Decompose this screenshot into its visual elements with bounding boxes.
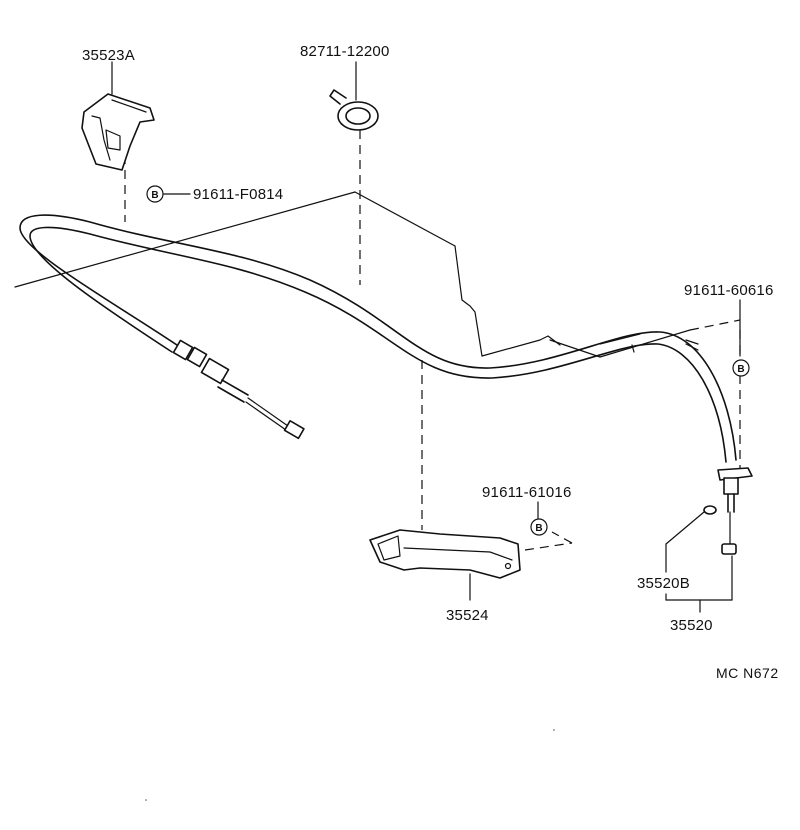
leader-lines [163, 193, 741, 613]
bolt-marker-f0814: B [146, 185, 164, 203]
cable-end-fitting-right [717, 467, 753, 555]
body-panel-outline [14, 191, 691, 358]
bolt-marker-60616: B [732, 359, 750, 377]
part-label-35523a: 35523A [82, 47, 135, 64]
diagram-reference-code: MC N672 [716, 665, 779, 681]
part-label-35520: 35520 [670, 617, 713, 634]
washer-35520b [703, 505, 717, 515]
bracket-35524 [369, 529, 521, 601]
bolt-marker-letter: B [151, 190, 158, 201]
bolt-marker-letter: B [535, 523, 542, 534]
part-label-91611-61016: 91611-61016 [482, 484, 572, 501]
release-cable [19, 214, 753, 555]
part-label-91611-f0814: 91611-F0814 [193, 186, 283, 203]
bracket-35523a [81, 61, 155, 171]
speck [145, 799, 147, 801]
part-label-82711-12200: 82711-12200 [300, 43, 390, 60]
part-label-91611-60616: 91611-60616 [684, 282, 774, 299]
cable-end-fitting-left [172, 339, 305, 440]
speck [553, 729, 555, 731]
part-label-35520b: 35520B [637, 575, 690, 592]
part-label-35524: 35524 [446, 607, 489, 624]
bolt-marker-letter: B [737, 364, 744, 375]
clamp-82711-12200 [329, 61, 379, 131]
bolt-marker-61016: B [530, 518, 548, 536]
